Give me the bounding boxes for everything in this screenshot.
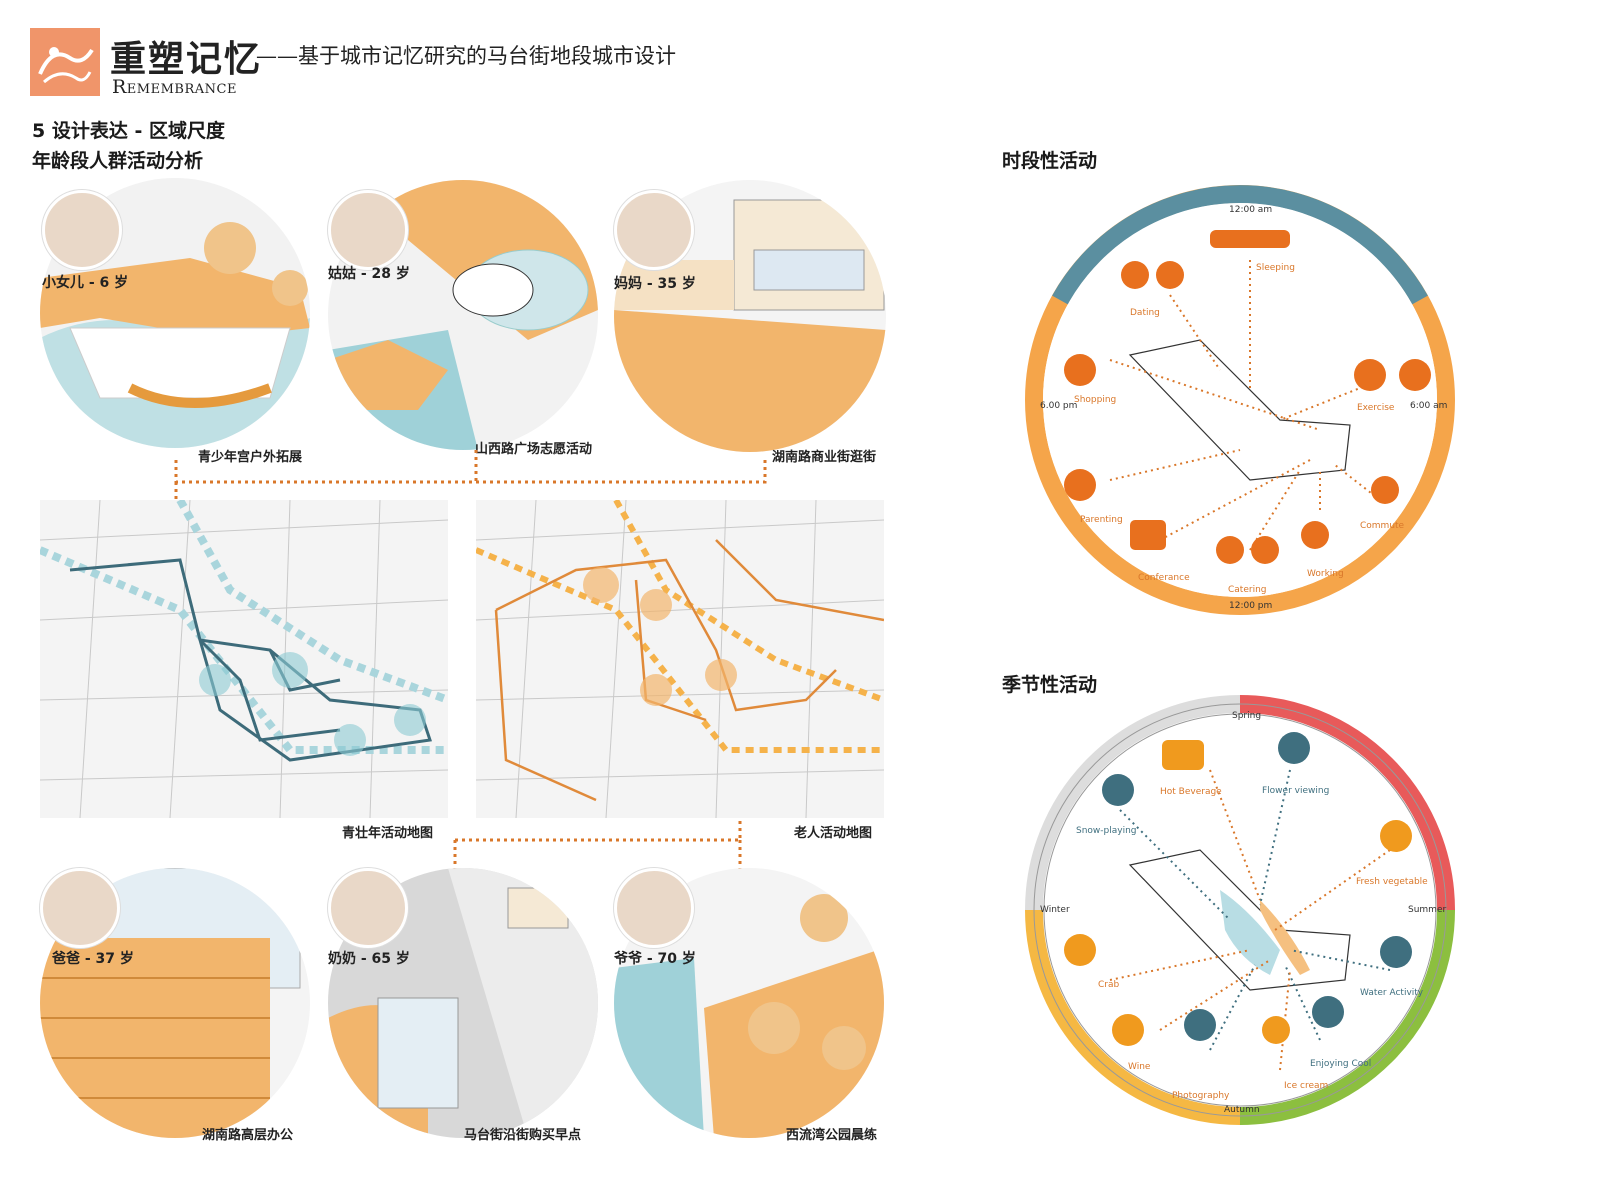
scene-caption-6: 西流湾公园晨练 [786,1128,878,1143]
map-caption-youth: 青壮年活动地图 [342,826,434,841]
season-wheel: Spring Summer Autumn Winter Hot Beverage… [1025,695,1455,1125]
time-tick-right: 6:00 am [1410,401,1447,411]
act-parenting: Parenting [1080,515,1123,525]
avatar-father [40,868,120,948]
act-sleeping: Sleeping [1256,263,1295,273]
scene-caption-3: 湖南路商业街逛街 [772,450,877,465]
scene-circle-4 [40,868,310,1138]
page-title-en: Remembrance [112,76,237,98]
scene-caption-4: 湖南路高层办公 [202,1128,294,1143]
section-title: 5 设计表达 - 区域尺度 [32,120,225,142]
act-enjoying-cool: Enjoying Cool [1310,1059,1371,1069]
act-fresh-vegetable: Fresh vegetable [1356,877,1428,887]
season-icons [1064,732,1412,1046]
act-catering: Catering [1228,585,1266,595]
person-label-grandmother: 奶奶 - 65 岁 [328,951,410,967]
scene-circle-1 [40,178,310,448]
map-elderly [474,498,886,819]
person-label-grandfather: 爷爷 - 70 岁 [614,951,696,967]
scene-caption-1: 青少年宫户外拓展 [198,450,303,465]
time-wheel: 12:00 am 6:00 am 12:00 pm 6.00 pm Sleepi… [1025,185,1455,615]
act-shopping: Shopping [1074,395,1116,405]
act-wine: Wine [1128,1062,1151,1072]
logo [30,28,100,96]
act-working: Working [1307,569,1344,579]
act-flower-viewing: Flower viewing [1262,786,1329,796]
map-youth [38,498,450,819]
act-ice-cream: Ice cream [1284,1081,1328,1091]
scene-caption-5: 马台街沿街购买早点 [464,1128,582,1143]
act-exercise: Exercise [1357,403,1395,413]
act-commute: Commute [1360,521,1405,531]
season-wheel-title: 季节性活动 [1002,674,1098,696]
scene-circle-6 [614,868,884,1138]
person-label-daughter: 小女儿 - 6 岁 [42,275,129,291]
time-tick-top: 12:00 am [1229,205,1272,215]
scene-caption-2: 山西路广场志愿活动 [475,442,593,457]
time-tick-left: 6.00 pm [1040,401,1077,411]
act-dating: Dating [1130,308,1160,318]
season-spring: Spring [1232,711,1261,721]
act-photography: Photography [1172,1091,1230,1101]
avatar-daughter [42,190,122,270]
act-water-activity: Water Activity [1360,988,1424,998]
act-conferance: Conferance [1138,573,1190,583]
section-subtitle: 年龄段人群活动分析 [32,150,204,172]
act-hot-beverage: Hot Beverage [1160,787,1222,797]
time-tick-bottom: 12:00 pm [1229,601,1272,611]
avatar-mother [614,190,694,270]
activity-icons [1064,230,1431,564]
page-subtitle: ——基于城市记忆研究的马台街地段城市设计 [256,44,676,68]
avatar-grandmother [328,868,408,948]
person-label-mother: 妈妈 - 35 岁 [614,276,696,292]
page-title: 重塑记忆 [110,38,263,80]
act-crab: Crab [1098,980,1119,990]
avatar-aunt [328,190,408,270]
season-winter: Winter [1040,905,1070,915]
season-summer: Summer [1408,905,1446,915]
time-wheel-title: 时段性活动 [1002,150,1098,172]
season-autumn: Autumn [1224,1105,1260,1115]
avatar-grandfather [614,868,694,948]
person-label-aunt: 姑姑 - 28 岁 [328,266,410,282]
act-snow-playing: Snow-playing [1076,826,1137,836]
person-label-father: 爸爸 - 37 岁 [52,951,134,967]
map-caption-elderly: 老人活动地图 [794,826,873,841]
